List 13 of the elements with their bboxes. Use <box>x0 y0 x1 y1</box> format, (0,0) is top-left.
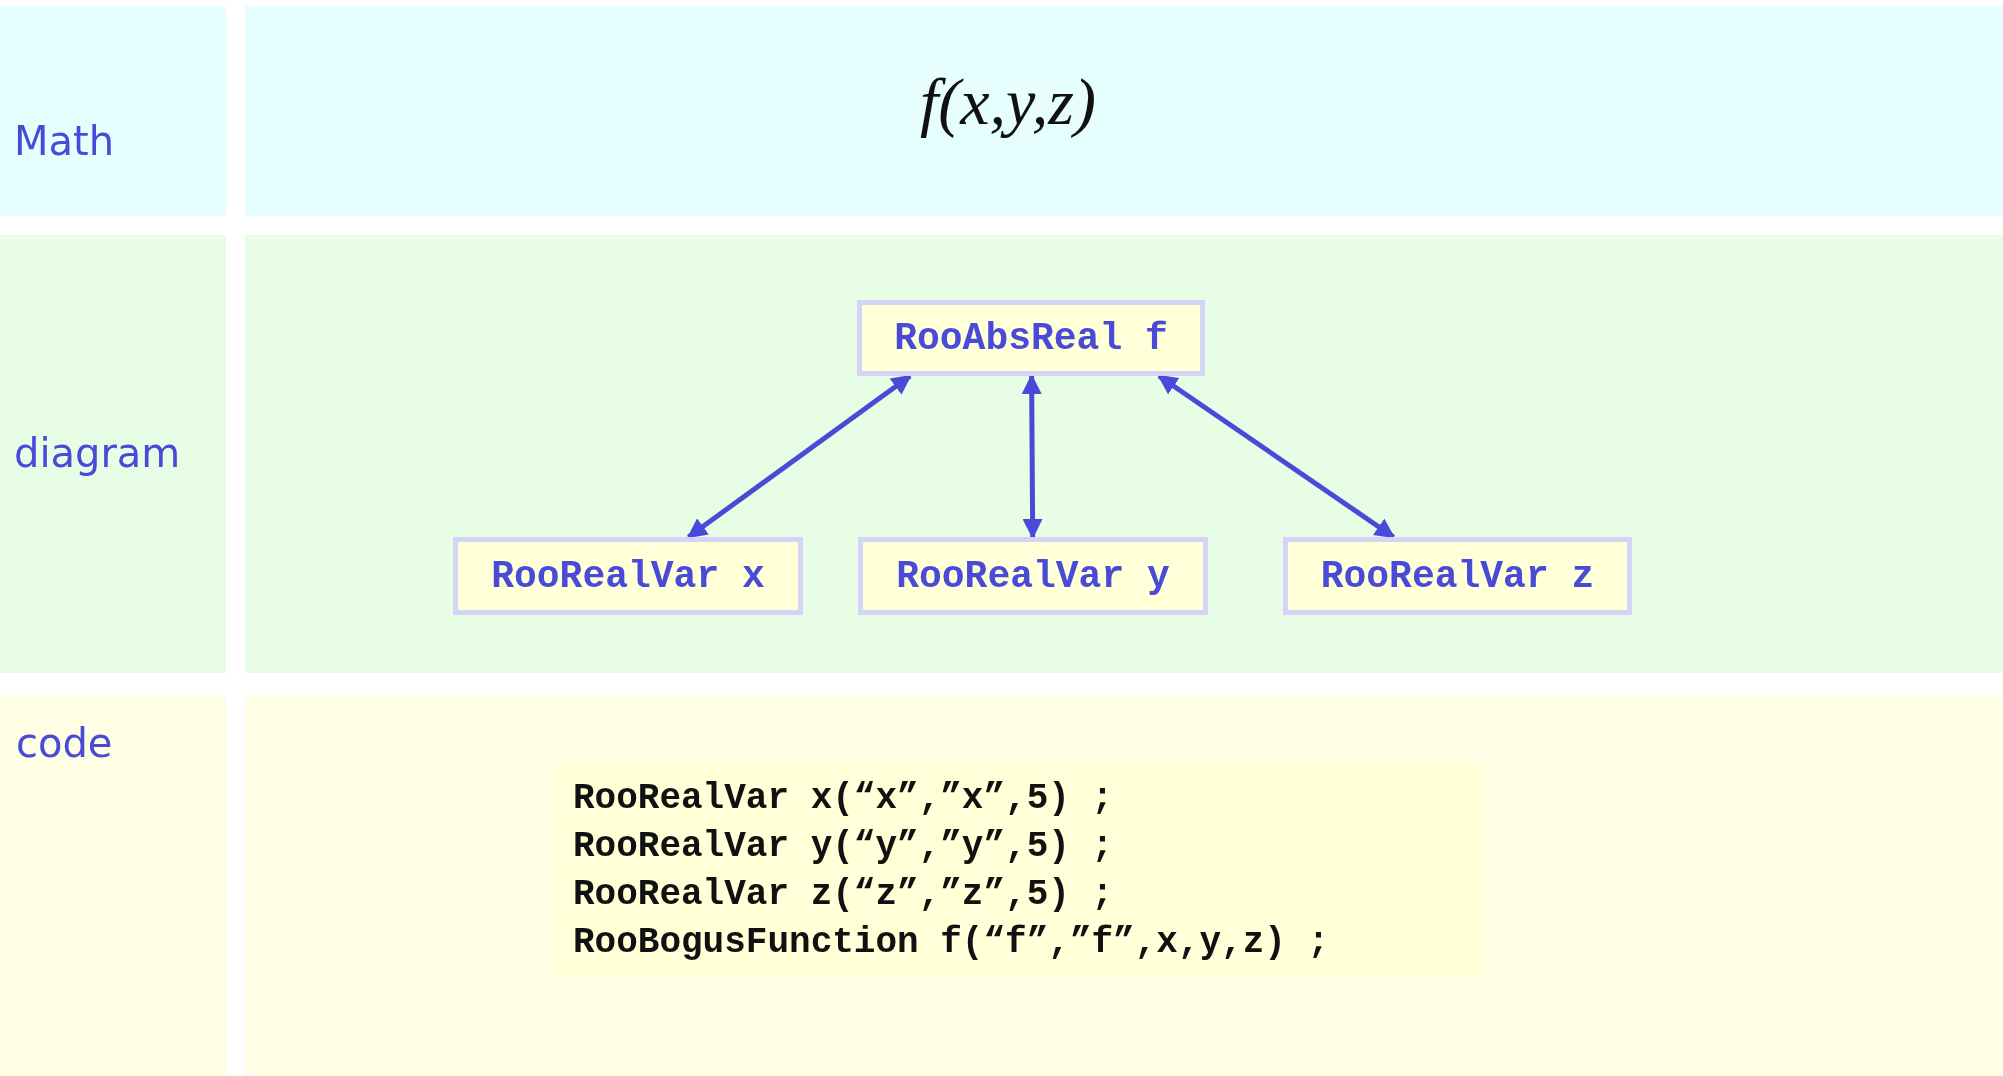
math-formula: f(x,y,z) <box>920 64 1096 140</box>
class-box: RooAbsReal f <box>857 300 1205 376</box>
code-line: RooRealVar x(“x”,”x”,5) ; <box>573 777 1115 821</box>
double-arrow <box>1021 374 1043 539</box>
code-line: RooRealVar y(“y”,”y”,5) ; <box>573 825 1115 869</box>
class-box: RooRealVar z <box>1283 537 1632 615</box>
row-label: code <box>16 720 113 766</box>
row-label: diagram <box>14 430 181 476</box>
code-line: RooBogusFunction f(“f”,”f”,x,y,z) ; <box>573 921 1331 965</box>
row-label: Math <box>14 118 115 164</box>
code-line: RooRealVar z(“z”,”z”,5) ; <box>573 873 1115 917</box>
class-box: RooRealVar x <box>453 537 803 615</box>
class-box: RooRealVar y <box>858 537 1208 615</box>
